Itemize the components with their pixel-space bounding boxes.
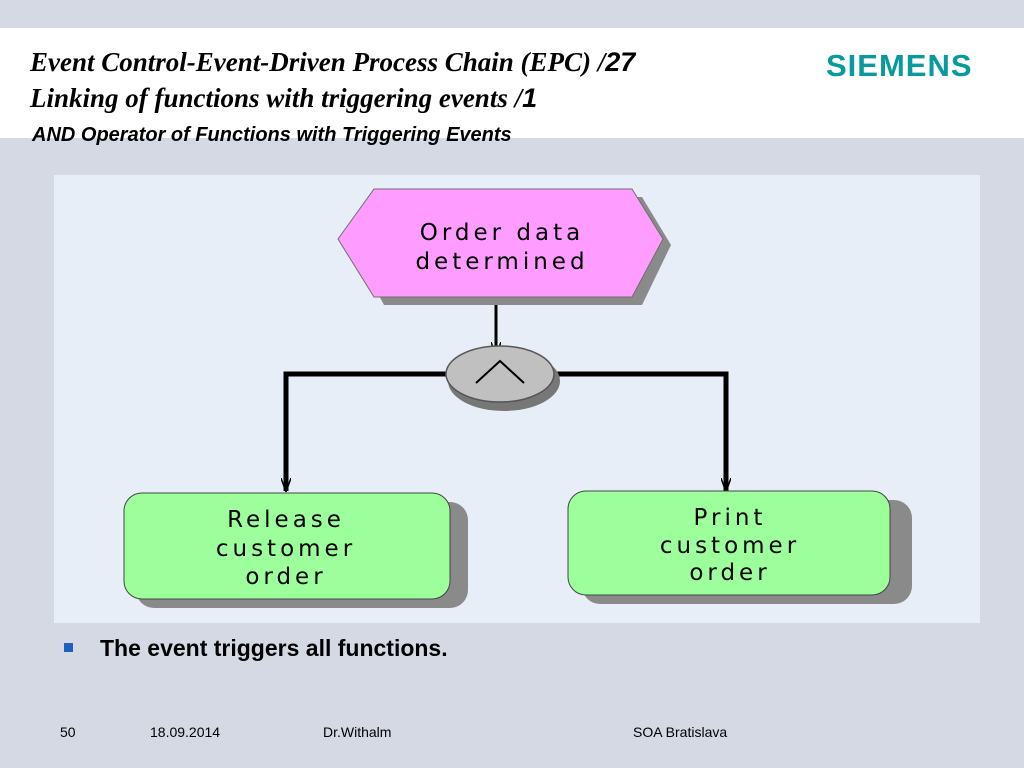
title-line-1-number: 27	[605, 47, 636, 77]
function-release-customer-order	[123, 492, 451, 600]
title-band	[0, 28, 1024, 138]
slide-title-line-1: Event Control-Event-Driven Process Chain…	[30, 46, 635, 78]
function-1-label-line-3: order	[245, 564, 326, 590]
event-label-line-2: determined	[415, 249, 588, 275]
bullet-marker	[64, 643, 73, 652]
title-line-2-number: 1	[522, 83, 538, 113]
footer-date: 18.09.2014	[150, 724, 221, 740]
footer-author: Dr.Withalm	[323, 724, 392, 740]
operator-to-left-function-connector	[286, 371, 446, 491]
bullet-text: The event triggers all functions.	[100, 635, 448, 661]
footer-page-number: 50	[60, 724, 76, 740]
slide-title-line-2: Linking of functions with triggering eve…	[30, 82, 537, 114]
epc-diagram: Order data determined Release customer o…	[54, 175, 980, 623]
and-operator	[445, 345, 555, 403]
footer-event-name: SOA Bratislava	[633, 724, 728, 740]
function-1-label-line-1: Release	[227, 507, 345, 533]
and-symbol-icon	[475, 359, 525, 384]
title-line-2-text: Linking of functions with triggering eve…	[30, 83, 523, 113]
function-1-label-line-2: customer	[216, 536, 356, 562]
operator-to-right-function-connector	[554, 371, 726, 491]
slide-subtitle: AND Operator of Functions with Triggerin…	[32, 124, 512, 146]
title-line-1-text: Event Control-Event-Driven Process Chain…	[30, 47, 606, 77]
function-2-label-line-1: Print	[694, 505, 767, 531]
function-print-customer-order	[567, 490, 891, 596]
siemens-logo: SIEMENS	[826, 48, 973, 83]
function-2-label-line-3: order	[689, 560, 770, 586]
event-order-data-determined	[337, 188, 664, 298]
epc-diagram-canvas: Order data determined Release customer o…	[123, 188, 912, 608]
function-2-label-line-2: customer	[660, 533, 800, 559]
event-label-line-1: Order data	[420, 220, 584, 246]
